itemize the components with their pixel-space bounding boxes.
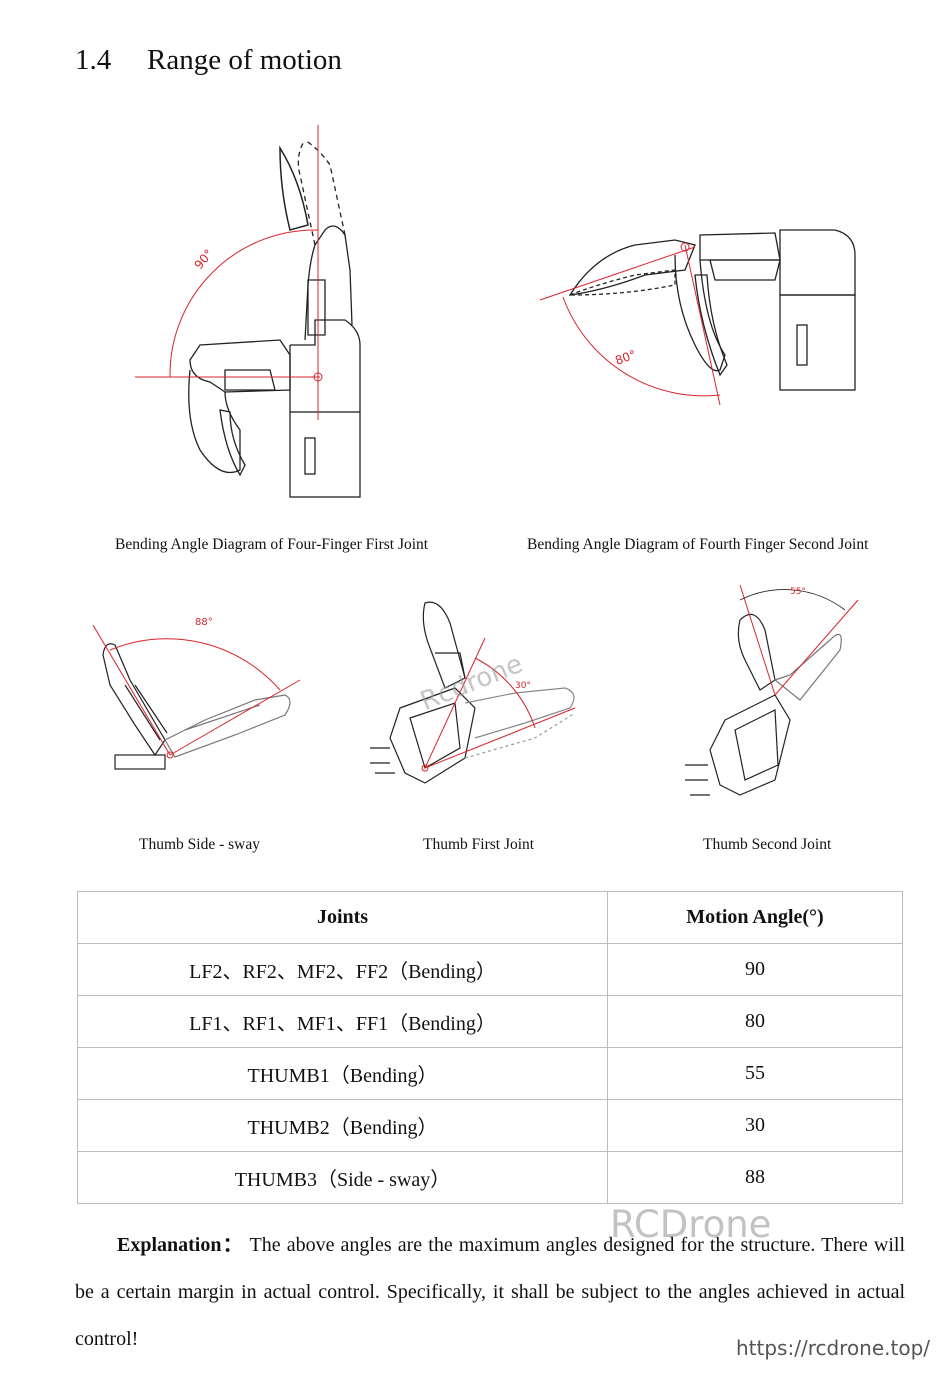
caption-thumb-second-joint: Thumb Second Joint: [703, 836, 832, 853]
angle-label-55: 55°: [790, 587, 806, 597]
angle-cell: 80: [607, 995, 903, 1048]
table-row: THUMB2（Bending） 30: [77, 1099, 903, 1152]
angle-label-88: 88°: [195, 617, 213, 628]
motion-angle-table: Joints Motion Angle(°) LF2、RF2、MF2、FF2（B…: [77, 891, 903, 1204]
caption-thumb-first-joint: Thumb First Joint: [423, 836, 535, 853]
joint-cell: THUMB3（Side - sway）: [77, 1151, 608, 1204]
joint-cell: LF1、RF1、MF1、FF1（Bending）: [77, 995, 608, 1048]
table-header-row: Joints Motion Angle(°): [77, 891, 903, 944]
svg-text:30°: 30°: [515, 681, 531, 691]
section-title: Range of motion: [147, 44, 342, 76]
caption-thumb-side-sway: Thumb Side - sway: [139, 836, 260, 853]
caption-fourth-finger-second-joint: Bending Angle Diagram of Fourth Finger S…: [527, 536, 869, 553]
section-number: 1.4: [75, 44, 112, 76]
header-motion-angle: Motion Angle(°): [607, 891, 903, 944]
thumb-second-joint-diagram: 55°: [685, 584, 859, 796]
caption-four-finger-first-joint: Bending Angle Diagram of Four-Finger Fir…: [115, 536, 429, 553]
table-row: LF1、RF1、MF1、FF1（Bending） 80: [77, 995, 903, 1048]
explanation-text: The above angles are the maximum angles …: [75, 1234, 906, 1350]
watermark-brand: RCDrone: [610, 1203, 772, 1246]
header-joints: Joints: [77, 891, 608, 944]
thumb-side-sway-diagram: 88°: [92, 617, 301, 770]
joint-cell: THUMB2（Bending）: [77, 1099, 608, 1152]
table-row: THUMB3（Side - sway） 88: [77, 1151, 903, 1204]
joint-cell: LF2、RF2、MF2、FF2（Bending）: [77, 943, 608, 996]
angle-cell: 90: [607, 943, 903, 996]
explanation-paragraph: Explanation： The above angles are the ma…: [75, 1222, 905, 1363]
thumb-first-joint-diagram: 30°: [370, 601, 576, 784]
fourth-finger-second-joint-diagram: 80°: [539, 229, 856, 406]
table-row: LF2、RF2、MF2、FF2（Bending） 90: [77, 943, 903, 996]
angle-label-90: 90°: [192, 247, 216, 272]
angle-cell: 55: [607, 1047, 903, 1100]
four-finger-first-joint-diagram: 90°: [135, 125, 361, 498]
angle-cell: 88: [607, 1151, 903, 1204]
explanation-label: Explanation：: [117, 1234, 244, 1256]
table-row: THUMB1（Bending） 55: [77, 1047, 903, 1100]
section-heading: 1.4 Range of motion: [75, 44, 342, 77]
angle-cell: 30: [607, 1099, 903, 1152]
watermark-url: https://rcdrone.top/: [736, 1336, 931, 1360]
angle-label-80: 80°: [613, 347, 638, 367]
joint-cell: THUMB1（Bending）: [77, 1047, 608, 1100]
